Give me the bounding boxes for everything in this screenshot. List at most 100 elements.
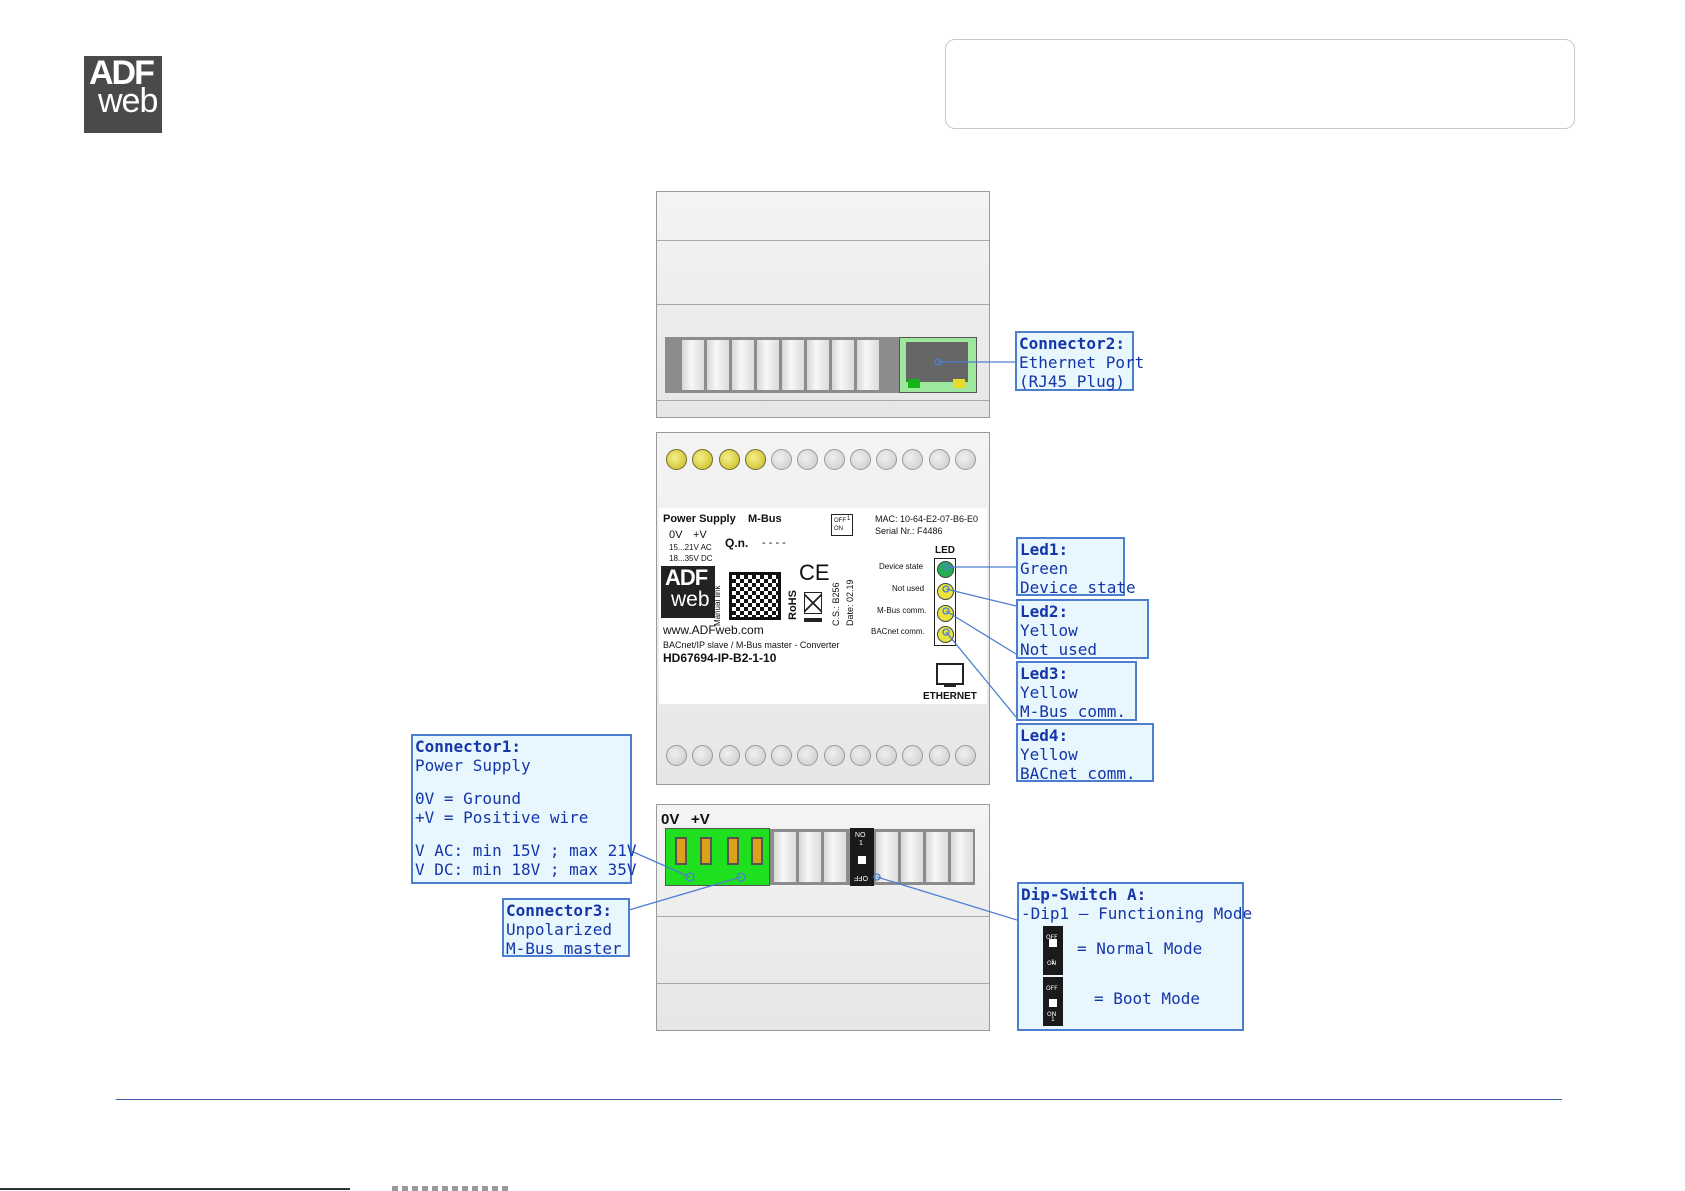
callout-led3: Led3: Yellow M-Bus comm. [1016,661,1137,721]
part-number-text: HD67694-IP-B2-1-10 [663,651,777,665]
top-terminal [706,339,730,391]
screw-terminal [929,449,950,470]
bottom-module-line [657,983,989,984]
screw-row-top [666,449,984,471]
bottom-module-line [657,916,989,917]
website-text: www.ADFweb.com [663,623,764,637]
screw-terminal [824,745,845,766]
led-column-frame [934,558,956,646]
callout-led2: Led2: Yellow Not used [1016,599,1149,659]
mbus-text: M-Bus [748,513,782,525]
screw-terminal [666,449,687,470]
label-logo: ADF web [661,565,715,618]
ac-range-text: 15...21V AC [669,543,712,552]
top-terminal [731,339,755,391]
callout-led1: Led1: Green Device state [1016,537,1136,597]
callout-dip-switch: Dip-Switch A: -Dip1 – Functioning Mode O… [1017,882,1252,1031]
qn-text: Q.n. [725,536,749,550]
bottom-terminal [900,831,924,883]
qr-code-icon [729,572,781,620]
bottom-terminal [925,831,949,883]
screw-terminal [692,745,713,766]
screw-terminal [719,449,740,470]
green-terminal-screw [700,837,712,865]
screw-terminal [902,745,923,766]
screw-terminal [850,745,871,766]
normal-mode-text: = Normal Mode [1077,939,1203,958]
screw-terminal [692,449,713,470]
top-module-line [657,400,989,401]
rj45-yellow-led [953,379,965,388]
dip-switch-knob [858,856,866,864]
screw-terminal [771,449,792,470]
footer-line [116,1099,1562,1100]
header-box [945,39,1575,129]
green-terminal-screw [675,837,687,865]
bottom-terminal [823,831,847,883]
adfweb-logo: ADF web [84,54,162,133]
screw-terminal [955,745,976,766]
connector1-block[interactable] [665,828,770,886]
description-text: BACnet/IP slave / M-Bus master - Convert… [663,640,840,650]
callout-connector2: Connector2: Ethernet Port (RJ45 Plug) [1015,331,1144,391]
screw-terminal [824,449,845,470]
screw-terminal [797,745,818,766]
terminal-label-0v: 0V [661,811,680,828]
led-header-text: LED [935,545,955,556]
terminal-label-plusv: +V [691,811,710,828]
screw-terminal [719,745,740,766]
dip-switch-a[interactable]: ON 1 OFF [850,828,874,886]
top-terminal [831,339,855,391]
weee-bin-icon [804,592,822,614]
screw-terminal [955,449,976,470]
screw-row-bottom [666,745,687,766]
callout-connector3: Connector3: Unpolarized M-Bus master [502,898,630,958]
boot-mode-text: = Boot Mode [1094,989,1200,1008]
led-row-label: Not used [892,584,925,593]
bottom-terminal [950,831,974,883]
bottom-terminal [773,831,797,883]
led-row-label: Device state [879,562,924,571]
green-terminal-screw [751,837,763,865]
rj45-green-led [908,379,920,388]
top-module-line [657,240,989,241]
power-supply-text: Power Supply [663,513,736,525]
qn-value-text: - - - - [762,537,786,549]
dip-normal-mode-icon: OFF 1 ON [1043,926,1063,975]
callout-connector1: Connector1: Power Supply 0V = Ground +V … [411,734,637,884]
ethernet-text: ETHERNET [923,691,977,702]
dc-range-text: 18...35V DC [669,554,713,563]
top-terminal [806,339,830,391]
plus-v-text: +V [693,529,707,541]
screw-terminal [876,745,897,766]
label-dip-switch: OFF 1 ON [831,514,853,536]
zero-v-text: 0V [669,529,683,541]
ce-mark: CE [799,560,830,585]
top-module-line [657,304,989,305]
bottom-terminal [798,831,822,883]
weee-bar [804,618,822,622]
screw-terminal [745,449,766,470]
screw-terminal [902,449,923,470]
led-row-label: M-Bus comm. [877,606,927,615]
serial-text: Serial Nr.: F4486 [875,526,943,536]
top-terminal [681,339,705,391]
top-terminal [756,339,780,391]
screw-terminal [771,745,792,766]
screw-terminal [797,449,818,470]
device-label: Power Supply M-Bus 0V +V 15...21V AC 18.… [659,508,987,704]
dip-boot-mode-icon: OFF 1 ON [1043,977,1063,1026]
footer-dots [392,1186,512,1191]
callout-led4: Led4: Yellow BACnet comm. [1016,723,1154,783]
footer-stub [0,1188,350,1190]
ethernet-icon-tab [944,683,956,687]
screw-terminal [850,449,871,470]
screw-terminal [929,745,950,766]
top-terminal [781,339,805,391]
led-row-label: BACnet comm. [871,627,925,636]
green-terminal-screw [727,837,739,865]
top-terminal [856,339,880,391]
screw-terminal [876,449,897,470]
bottom-terminal [875,831,899,883]
